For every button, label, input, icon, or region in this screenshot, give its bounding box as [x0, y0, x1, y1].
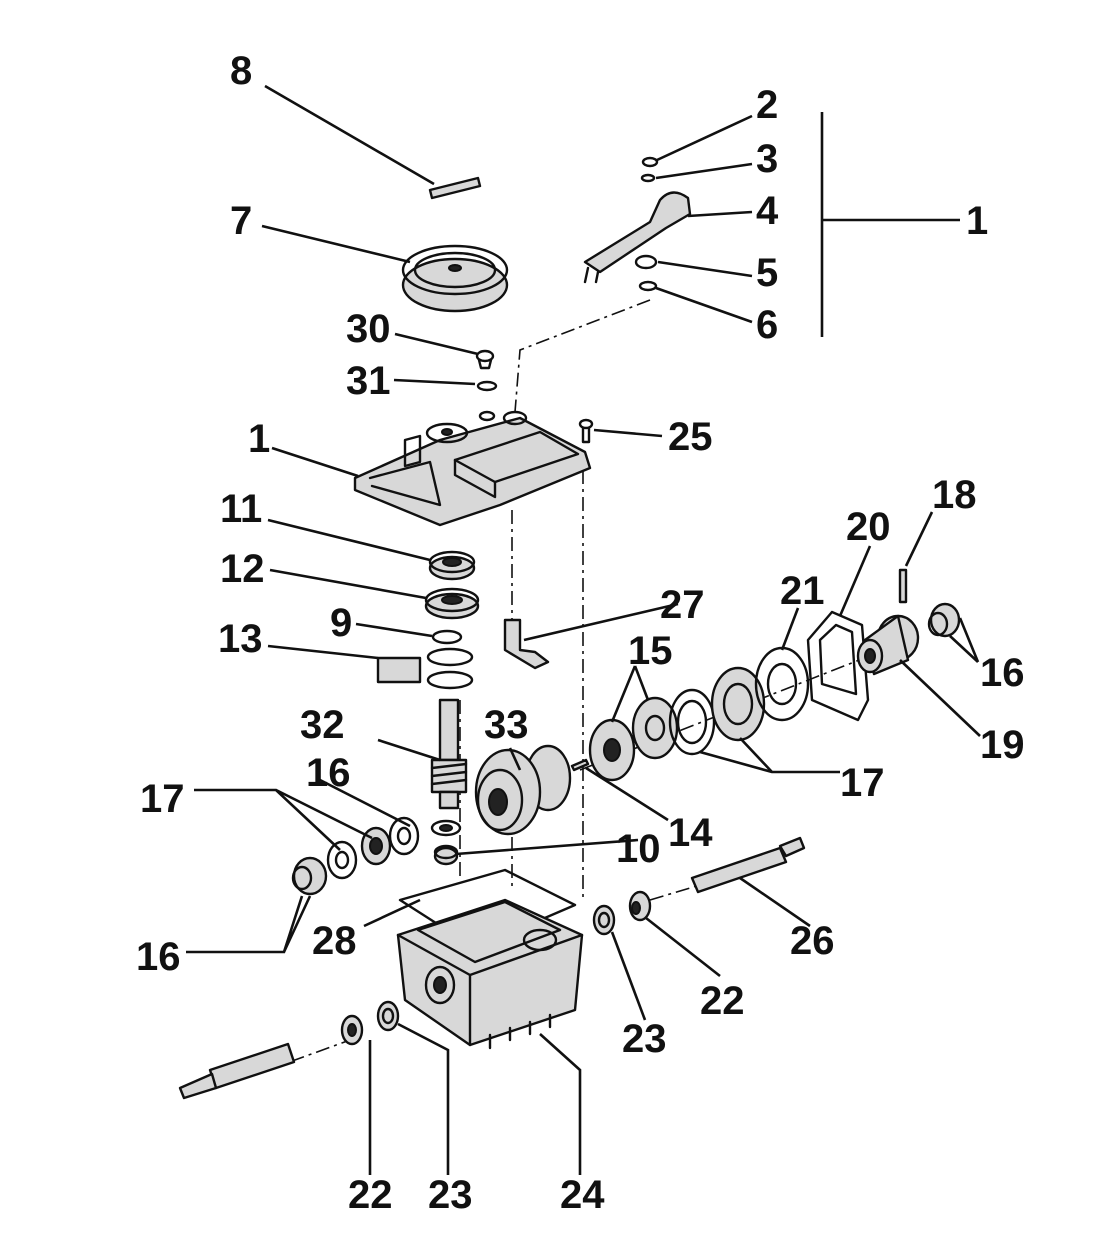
label-32: 32 — [300, 703, 345, 747]
part-12-bearing — [424, 587, 480, 620]
part-8-key — [428, 176, 482, 200]
part-32-worm-shaft — [430, 698, 468, 810]
part-24-housing — [396, 898, 584, 1050]
label-2: 2 — [756, 83, 778, 127]
callout-labels: 8 2 3 7 4 1 5 6 30 31 1 25 18 11 20 12 2… — [136, 49, 1025, 1217]
part-19-clutch-hub — [856, 614, 920, 676]
part-left-output-shaft — [178, 1042, 296, 1100]
part-23-right-bearing — [592, 904, 616, 936]
part-6-washer — [638, 280, 658, 292]
part-16-left-bearing — [291, 856, 328, 896]
part-16-right-bearing — [927, 602, 961, 638]
part-3-washer — [640, 173, 656, 183]
label-22-right: 22 — [700, 979, 745, 1023]
part-13-shims — [376, 647, 474, 690]
label-31: 31 — [346, 359, 391, 403]
part-14-pin — [570, 758, 590, 772]
label-20: 20 — [846, 505, 891, 549]
label-33: 33 — [484, 703, 529, 747]
label-16-left: 16 — [136, 935, 181, 979]
part-22-bottom-seal — [340, 1014, 364, 1046]
label-28: 28 — [312, 919, 357, 963]
label-4: 4 — [756, 189, 779, 233]
part-26-shaft — [690, 836, 806, 894]
label-17-left: 17 — [140, 777, 185, 821]
label-10: 10 — [616, 827, 661, 871]
label-26: 26 — [790, 919, 835, 963]
part-4-lever — [583, 191, 692, 274]
label-11: 11 — [220, 487, 262, 531]
label-13: 13 — [218, 617, 263, 661]
part-30-screw — [475, 349, 495, 370]
label-25: 25 — [668, 415, 713, 459]
label-18: 18 — [932, 473, 977, 517]
label-16-mid: 16 — [306, 751, 351, 795]
label-12: 12 — [220, 547, 265, 591]
part-11-bearing — [428, 550, 476, 581]
part-9-washer — [431, 629, 463, 645]
label-15: 15 — [628, 629, 673, 673]
label-7: 7 — [230, 199, 252, 243]
label-21: 21 — [780, 569, 825, 613]
part-20-gasket — [806, 610, 870, 722]
part-33-worm-gear — [474, 744, 572, 836]
label-1-assembly: 1 — [966, 199, 988, 243]
part-18-pin — [898, 568, 908, 604]
part-16-center-bushing — [430, 819, 462, 837]
label-30: 30 — [346, 307, 391, 351]
assembly-bracket — [820, 112, 960, 337]
label-16-right: 16 — [980, 651, 1025, 695]
part-25-screw — [578, 418, 594, 444]
part-17-right-group — [668, 666, 766, 756]
label-3: 3 — [756, 137, 778, 181]
label-14: 14 — [668, 811, 713, 855]
part-7-pulley — [401, 244, 509, 313]
part-1-cover — [353, 410, 592, 527]
label-9: 9 — [330, 601, 352, 645]
label-22-bottom: 22 — [348, 1173, 393, 1217]
label-6: 6 — [756, 303, 778, 347]
part-23-bottom-bearing — [376, 1000, 400, 1032]
label-27: 27 — [660, 583, 705, 627]
label-1-cover: 1 — [248, 417, 270, 461]
part-17-left-group — [326, 816, 420, 880]
part-5-bushing — [634, 254, 658, 270]
label-5: 5 — [756, 251, 778, 295]
part-10-bushing — [433, 844, 459, 866]
part-2-nut — [641, 156, 659, 168]
label-23-right: 23 — [622, 1017, 667, 1061]
part-22-right-seal — [628, 890, 652, 922]
part-31-oring — [476, 380, 498, 392]
part-15-clutch — [588, 696, 679, 782]
label-23-bottom: 23 — [428, 1173, 473, 1217]
leader-lines — [186, 84, 981, 1175]
label-24: 24 — [560, 1173, 605, 1217]
label-8: 8 — [230, 49, 252, 93]
part-27-shift-fork — [503, 618, 550, 670]
label-17-right: 17 — [840, 761, 885, 805]
label-19: 19 — [980, 723, 1025, 767]
lever-assembly — [583, 156, 692, 292]
